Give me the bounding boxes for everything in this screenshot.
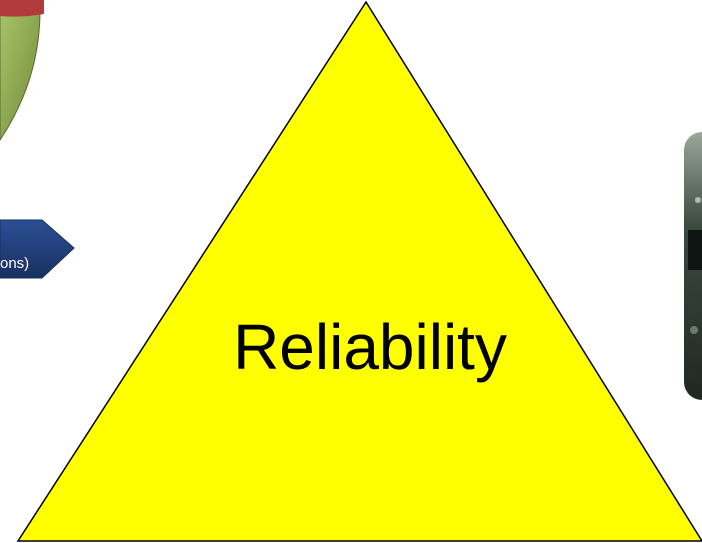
triangle-label: Reliability (233, 311, 507, 383)
banner-label: ons) (0, 255, 30, 272)
pie-chart-fragment-icon (0, 0, 44, 141)
arrow-banner-icon (0, 219, 75, 279)
